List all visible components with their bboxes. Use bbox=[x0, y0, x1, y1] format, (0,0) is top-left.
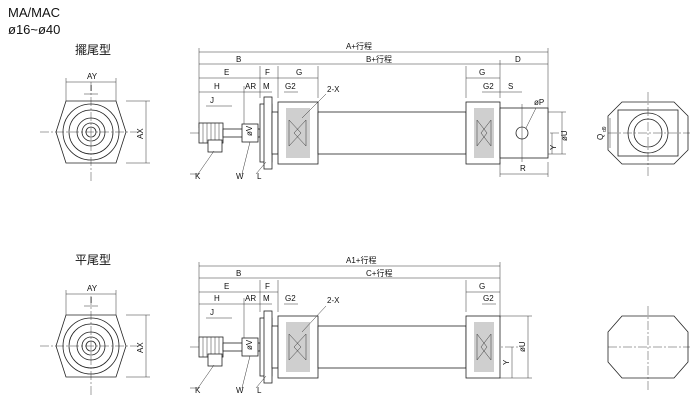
dim-I: I bbox=[90, 296, 92, 305]
rear-end-view bbox=[607, 306, 690, 390]
dim-Y: Y bbox=[502, 359, 511, 365]
view-title: 擺尾型 bbox=[75, 43, 111, 57]
dim-G2-right: G2 bbox=[483, 82, 494, 91]
dim-Bshort: B bbox=[236, 269, 241, 278]
rear-end-view: Q d9 bbox=[596, 92, 690, 176]
dim-H: H bbox=[214, 82, 220, 91]
dim-P: øP bbox=[534, 98, 544, 107]
dim-E: E bbox=[224, 68, 229, 77]
label-W: W bbox=[236, 386, 244, 395]
dim-J: J bbox=[210, 96, 214, 105]
front-end-view: AY I AX bbox=[40, 284, 150, 396]
dim-V: øV bbox=[245, 339, 254, 350]
model-title: MA/MAC bbox=[8, 5, 60, 20]
cylinder-elevation: A+行程 B B+行程 D E F G G H AR bbox=[190, 41, 569, 181]
dim-AY: AY bbox=[87, 72, 98, 81]
label-L: L bbox=[257, 386, 262, 395]
dim-M: M bbox=[263, 294, 270, 303]
label-W: W bbox=[236, 172, 244, 181]
dim-A1: A1+行程 bbox=[346, 255, 376, 265]
dim-Y: Y bbox=[549, 144, 558, 150]
dim-U: øU bbox=[518, 341, 527, 352]
label-K: K bbox=[195, 386, 201, 395]
dim-Q-tol: d9 bbox=[602, 126, 608, 132]
dim-C: C+行程 bbox=[366, 268, 392, 278]
dim-D: D bbox=[515, 55, 521, 64]
front-end-view: AY I AX bbox=[40, 72, 150, 182]
dim-AX: AX bbox=[136, 342, 145, 353]
dim-U: øU bbox=[560, 130, 569, 141]
dim-G: G bbox=[296, 68, 302, 77]
dim-AR: AR bbox=[245, 294, 256, 303]
view-flat: 平尾型 AY I AX A1+行程 bbox=[40, 253, 690, 396]
dim-A: A+行程 bbox=[346, 41, 372, 51]
dim-ports: 2-X bbox=[327, 85, 340, 94]
cylinder-elevation: A1+行程 B C+行程 E F G H AR M G2 G2 bbox=[190, 255, 532, 395]
dim-F: F bbox=[265, 282, 270, 291]
dim-ports: 2-X bbox=[327, 296, 340, 305]
dim-G2: G2 bbox=[285, 82, 296, 91]
dim-J: J bbox=[210, 308, 214, 317]
bore-range: ø16~ø40 bbox=[8, 22, 60, 37]
dim-M: M bbox=[263, 82, 270, 91]
dim-E: E bbox=[224, 282, 229, 291]
dim-AX: AX bbox=[136, 128, 145, 139]
dim-B: B+行程 bbox=[366, 54, 392, 64]
dim-R: R bbox=[520, 164, 526, 173]
label-K: K bbox=[195, 172, 201, 181]
dim-AR: AR bbox=[245, 82, 256, 91]
dim-G2: G2 bbox=[285, 294, 296, 303]
dim-G-right: G bbox=[479, 68, 485, 77]
dim-AY: AY bbox=[87, 284, 98, 293]
label-L: L bbox=[257, 172, 262, 181]
view-clevis: 擺尾型 AY I AX bbox=[40, 41, 690, 182]
view-title: 平尾型 bbox=[75, 253, 111, 267]
dim-Bshort: B bbox=[236, 55, 241, 64]
dim-I: I bbox=[90, 84, 92, 93]
dim-F: F bbox=[265, 68, 270, 77]
dim-Q: Q bbox=[596, 134, 605, 140]
dim-V: øV bbox=[245, 125, 254, 136]
dim-S: S bbox=[508, 82, 513, 91]
dim-G2-right: G2 bbox=[483, 294, 494, 303]
dim-H: H bbox=[214, 294, 220, 303]
dim-G: G bbox=[479, 282, 485, 291]
